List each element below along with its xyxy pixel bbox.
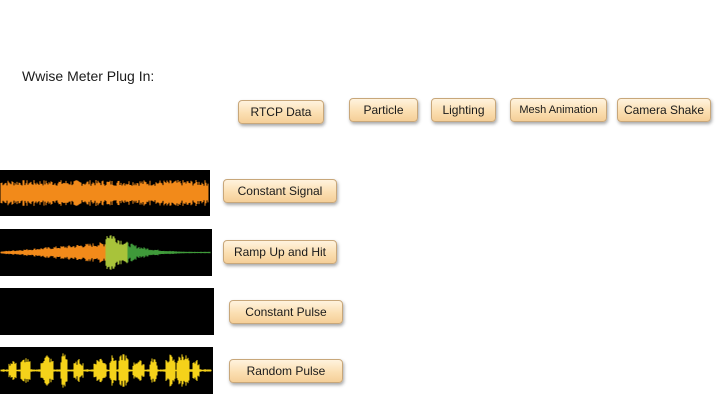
random-pulse-waveform bbox=[0, 347, 213, 394]
constant-pulse-waveform bbox=[0, 288, 214, 335]
ramp-up-and-hit-button[interactable]: Ramp Up and Hit bbox=[223, 240, 337, 264]
random-pulse-button[interactable]: Random Pulse bbox=[229, 359, 343, 383]
constant-signal-button[interactable]: Constant Signal bbox=[223, 179, 337, 203]
mesh-animation-button[interactable]: Mesh Animation bbox=[510, 98, 607, 122]
ramp-up-and-hit-waveform bbox=[0, 229, 212, 276]
lighting-button[interactable]: Lighting bbox=[431, 98, 496, 122]
page-title: Wwise Meter Plug In: bbox=[22, 68, 155, 84]
particle-button[interactable]: Particle bbox=[349, 98, 418, 122]
constant-pulse-button[interactable]: Constant Pulse bbox=[229, 300, 343, 324]
camera-shake-button[interactable]: Camera Shake bbox=[617, 98, 711, 122]
rtcp-data-button[interactable]: RTCP Data bbox=[238, 100, 324, 124]
constant-signal-waveform bbox=[0, 170, 210, 216]
